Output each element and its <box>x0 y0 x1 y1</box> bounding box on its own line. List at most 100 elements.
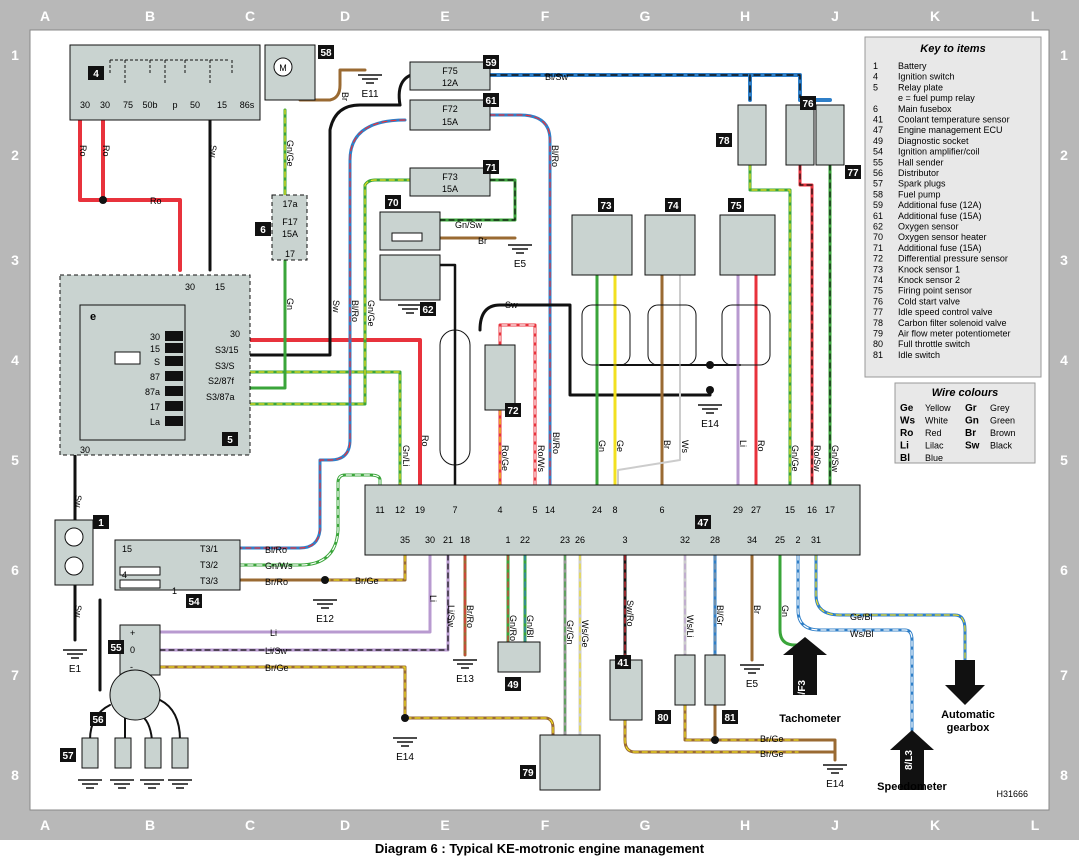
speedometer-ref: 8/L3 <box>904 750 915 770</box>
key-description: Carbon filter solenoid valve <box>898 318 1007 328</box>
fuse-71 <box>409 167 491 197</box>
wire-label-blro2: Bl/Ro <box>550 145 560 167</box>
grid-column-label: H <box>740 8 750 24</box>
wire-label-blgr: Bl/Gr <box>715 605 725 626</box>
ecu-top-pin: 19 <box>415 505 425 515</box>
ecu-top-pin: 29 <box>733 505 743 515</box>
coolant-temp-sensor <box>609 659 643 721</box>
item-74: 74 <box>667 201 679 212</box>
item-6-badge <box>255 222 271 236</box>
wire-code: Sw <box>965 441 980 452</box>
wire-label-gebl: Ge/Bl <box>850 612 873 622</box>
key-number: 55 <box>873 157 883 167</box>
grid-column-label: C <box>245 817 255 833</box>
item-70: 70 <box>387 198 399 209</box>
ecu-top-pin: 6 <box>659 505 664 515</box>
grid-column-label: K <box>930 817 940 833</box>
earth-symbol <box>313 599 337 609</box>
wire-label-ws: Ws <box>680 440 690 453</box>
fuse-f72-label: F72 <box>442 104 458 114</box>
ecu-bottom-pin: 2 <box>795 535 800 545</box>
wire-code: Ws <box>900 416 915 427</box>
idle-speed-valve <box>815 104 845 166</box>
relay-pin-label: 87 <box>150 372 160 382</box>
wire-label-blsw: Bl/Sw <box>545 72 569 82</box>
item-4-badge <box>88 66 104 80</box>
wire-colour-name: Red <box>925 428 942 438</box>
grid-column-label: D <box>340 817 350 833</box>
relay-pin-label: 15 <box>150 344 160 354</box>
gearbox-label-1: Automatic <box>941 709 995 721</box>
earth-e11: E11 <box>361 89 378 100</box>
grid-row-label: 4 <box>11 352 19 368</box>
grid-column-label: A <box>40 8 50 24</box>
key-number: 56 <box>873 168 883 178</box>
wire-label-ge: Ge <box>615 440 625 452</box>
key-description: Additional fuse (15A) <box>898 243 982 253</box>
relay-pin <box>165 356 183 366</box>
key-description: Differential pressure sensor <box>898 254 1008 264</box>
item-62-badge <box>420 302 436 316</box>
earth-symbol <box>110 779 134 789</box>
item-70-badge <box>385 195 401 209</box>
ecu-top-pin: 16 <box>807 505 817 515</box>
wire-colour-name: Green <box>990 416 1015 426</box>
hall-plus: + <box>130 628 135 638</box>
item-59-badge <box>483 55 499 69</box>
earth-symbol <box>358 74 382 84</box>
ecu-top-pin: 27 <box>751 505 761 515</box>
ignition-terminal: 75 <box>123 100 133 110</box>
wire-label-li2: Li <box>428 595 438 602</box>
earth-e1: E1 <box>69 664 82 675</box>
tachometer-label: Tachometer <box>779 713 841 725</box>
wire-colour-name: Lilac <box>925 441 944 451</box>
key-description: Ignition amplifier/coil <box>898 147 980 157</box>
item-76: 76 <box>802 99 814 110</box>
coil-15: 15 <box>122 544 132 554</box>
wire-label-wsli: Ws/Li <box>685 615 695 638</box>
item-79-badge <box>520 765 536 779</box>
wire-label-gn3: Gn <box>780 605 790 617</box>
relay-pin-label: 17 <box>150 402 160 412</box>
item-75: 75 <box>730 201 742 212</box>
wire-label-gnge3: Gn/Ge <box>790 445 800 472</box>
wire-code: Ge <box>900 403 914 414</box>
item-79: 79 <box>522 768 534 779</box>
item-71: 71 <box>485 163 497 174</box>
wire-colour-name: Black <box>990 441 1013 451</box>
key-description: Additional fuse (15A) <box>898 211 982 221</box>
svg-text:M: M <box>279 63 287 73</box>
item-57-badge <box>60 748 76 762</box>
wire-label-ro2: Ro <box>101 145 111 157</box>
grid-column-label: J <box>831 8 839 24</box>
item-71-badge <box>483 160 499 174</box>
grid-row-label: 7 <box>1060 667 1068 683</box>
ecu-top-pin: 5 <box>532 505 537 515</box>
wire-label-roge: Ro/Ge <box>500 445 510 471</box>
ecu-top-pin: 11 <box>375 505 384 515</box>
relay-pin <box>165 386 183 396</box>
wire-label-li: Li <box>738 440 748 447</box>
item-54-badge <box>186 594 202 608</box>
grid-row-label: 5 <box>11 452 19 468</box>
key-description: Full throttle switch <box>898 339 970 349</box>
item-41: 41 <box>617 658 629 669</box>
key-description: Distributor <box>898 168 939 178</box>
relay-pin <box>165 416 183 426</box>
wire-label-sw2: Sw <box>331 300 341 313</box>
item-61-badge <box>483 93 499 107</box>
item-75-badge <box>728 198 744 212</box>
grid-row-label: 8 <box>1060 767 1068 783</box>
full-throttle-switch <box>674 654 696 706</box>
wire-colours-panel <box>894 382 1036 464</box>
ignition-terminal: 50b <box>142 100 157 110</box>
key-number: 74 <box>873 275 883 285</box>
item-54: 54 <box>188 597 200 608</box>
ecu-bottom-pin: 32 <box>680 535 690 545</box>
key-description: Idle switch <box>898 350 940 360</box>
